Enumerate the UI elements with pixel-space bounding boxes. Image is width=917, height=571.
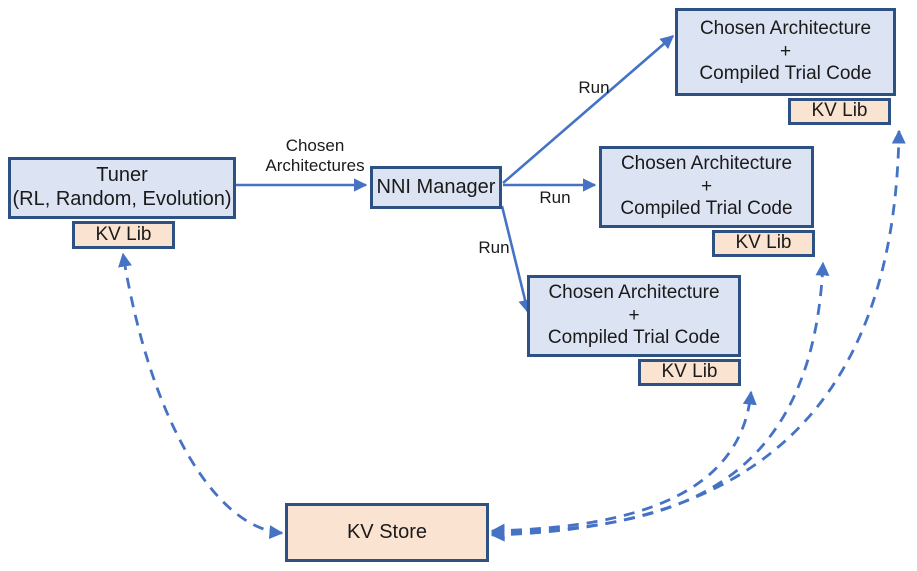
node-tuner[interactable]: Tuner (RL, Random, Evolution) — [8, 157, 236, 219]
edge-label-chosen-architectures: Chosen Architectures — [265, 136, 365, 175]
node-trial-middle-kv-lib[interactable]: KV Lib — [712, 230, 815, 257]
edge-kv-store-to-trial-bottom-kv-lib — [490, 390, 757, 538]
node-kv-store[interactable]: KV Store — [285, 503, 489, 562]
edge-label-run-bottom: Run — [478, 238, 510, 257]
edge-label-run-top: Run — [578, 78, 610, 97]
node-trial-top-kv-lib[interactable]: KV Lib — [788, 98, 891, 125]
node-trial-bottom-kv-lib[interactable]: KV Lib — [638, 359, 741, 386]
edge-kv-store-to-tuner-kv-lib — [118, 252, 284, 540]
node-nni-manager[interactable]: NNI Manager — [370, 166, 502, 209]
edge-label-run-middle: Run — [539, 188, 571, 207]
edge-nni-manager-to-trial-bottom — [500, 205, 532, 314]
node-tuner-kv-lib[interactable]: KV Lib — [72, 221, 175, 249]
node-trial-bottom[interactable]: Chosen Architecture + Compiled Trial Cod… — [527, 275, 741, 357]
node-trial-top[interactable]: Chosen Architecture + Compiled Trial Cod… — [675, 8, 896, 96]
node-trial-middle[interactable]: Chosen Architecture + Compiled Trial Cod… — [599, 146, 814, 228]
